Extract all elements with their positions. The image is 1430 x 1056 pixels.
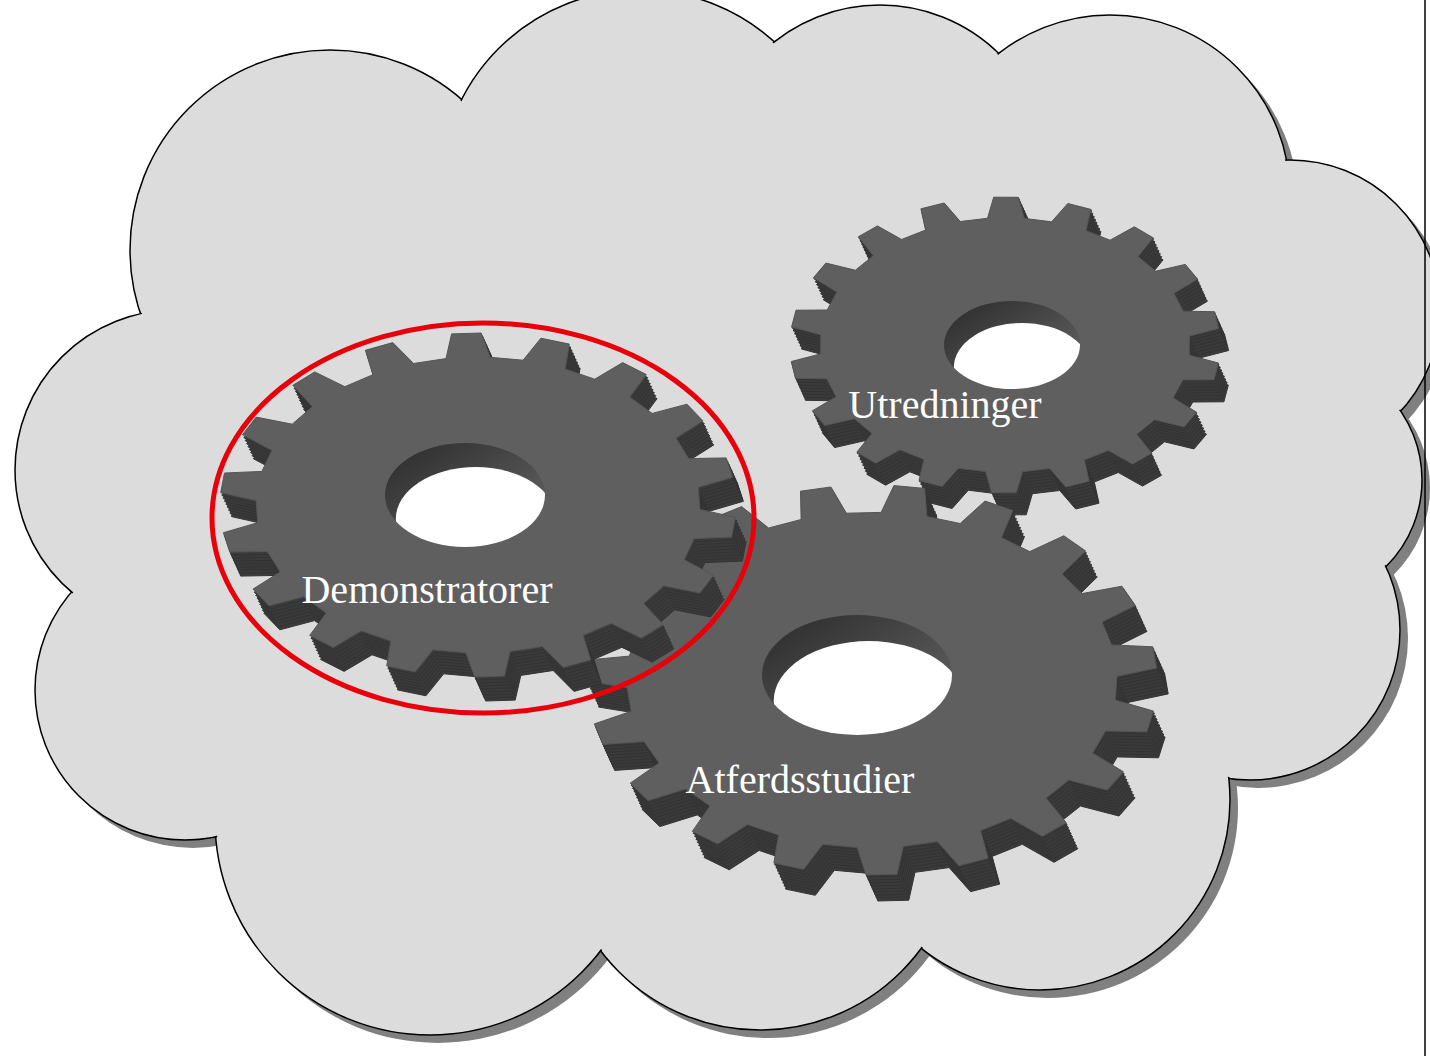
gear-face: [587, 486, 1157, 875]
highlight-ring: [212, 323, 754, 713]
gear-label: Demonstratorer: [301, 568, 552, 612]
gear-shape: [180, 293, 800, 741]
gear-face: [221, 333, 736, 677]
gear-label: Utredninger: [848, 383, 1041, 427]
gear-hole-opening: [396, 467, 556, 571]
gear-face: [791, 197, 1218, 493]
cloud-fill: [17, 0, 1430, 1034]
gear-side: [792, 198, 1219, 494]
frame-line: [1424, 0, 1426, 1056]
gear-node: Demonstratorer: [180, 293, 800, 741]
gear-hole-opening: [774, 641, 964, 761]
cloud-outline: [15, 0, 1430, 1035]
gear-label: Atferdsstudier: [686, 758, 915, 802]
cloud-shadow: [23, 0, 1430, 1043]
